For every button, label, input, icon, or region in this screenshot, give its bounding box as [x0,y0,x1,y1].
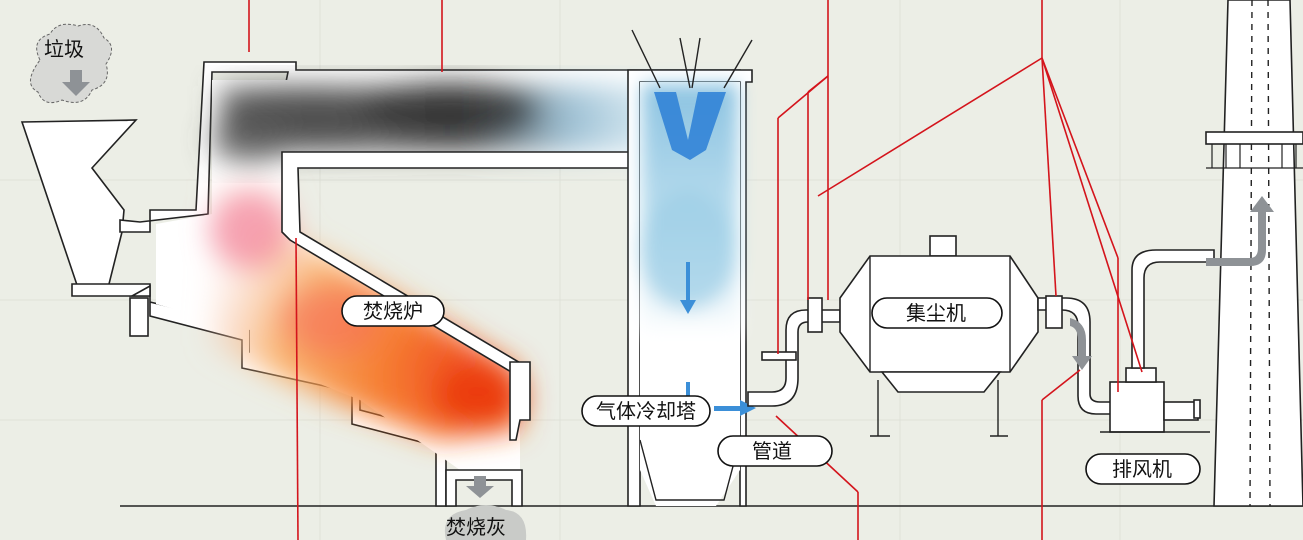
ash-chute [445,469,523,507]
label-exhaust-fan-pill: 排风机 [1085,453,1201,485]
stack-arrow-up [1206,196,1274,266]
label-dust-collector: 集尘机 [906,301,966,325]
ash-pile [444,476,527,540]
smoke-cloud [210,82,660,166]
label-cooling-tower-pill: 气体冷却塔 [581,395,711,427]
label-incinerator-pill: 焚烧炉 [341,295,445,327]
garbage-cloud [30,23,112,104]
garbage-arrow-down [62,70,90,96]
burner [509,361,531,441]
ash-arrow-down [466,476,494,498]
flow-arrow-down [680,262,696,314]
label-cooling-tower: 气体冷却塔 [596,399,696,423]
gas-cooling-tower [627,29,753,507]
chimney-stack [1205,0,1303,507]
spray-jets [654,92,726,160]
label-exhaust-fan: 排风机 [1112,457,1172,481]
label-garbage: 垃圾 [44,37,84,61]
label-incinerator: 焚烧炉 [363,299,423,323]
label-dust-collector-pill: 集尘机 [871,297,1003,329]
exhaust-fan [1100,249,1215,433]
garbage-hopper [20,119,138,289]
dust-collector [839,235,1039,437]
label-ash: 焚烧灰 [446,515,506,539]
label-pipe: 管道 [752,439,792,463]
callout-lines [248,0,1143,540]
flow-arrow-gray [1070,318,1092,370]
duct-pipe [747,297,841,407]
label-pipe-pill: 管道 [717,435,833,467]
flow-arrow-right [686,382,756,416]
